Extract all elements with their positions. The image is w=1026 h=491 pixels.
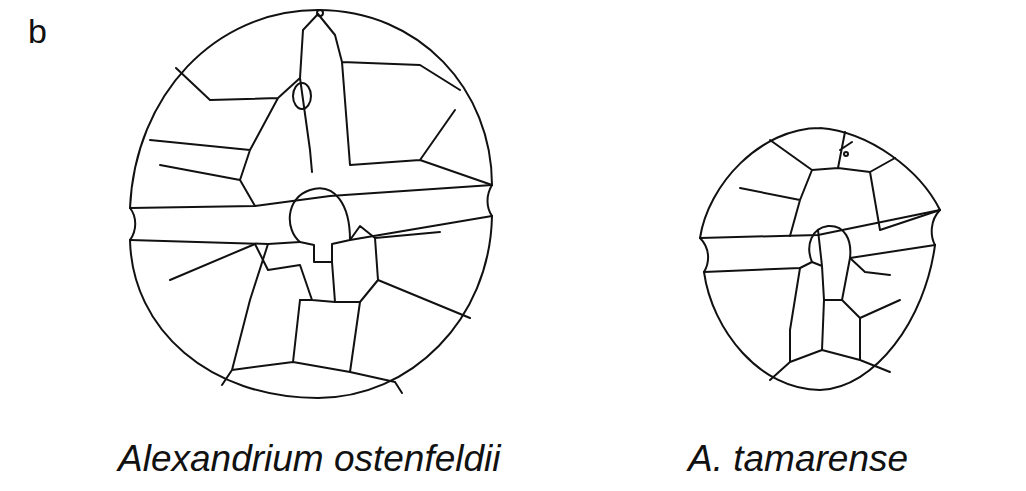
cell-outline bbox=[130, 10, 492, 398]
cell-outline bbox=[700, 128, 940, 390]
apical-pore bbox=[844, 152, 848, 156]
species-caption: Alexandrium ostenfeldii bbox=[118, 440, 501, 477]
plate-suture bbox=[770, 258, 900, 380]
plate-suture bbox=[170, 232, 470, 393]
ventral-pore bbox=[293, 83, 311, 109]
cingulum bbox=[130, 185, 492, 244]
plate-suture bbox=[150, 14, 492, 206]
apical-pore bbox=[317, 10, 323, 16]
panel-letter: b bbox=[28, 14, 47, 48]
sulcus bbox=[255, 188, 378, 302]
plate-suture bbox=[740, 132, 940, 236]
sulcus bbox=[809, 226, 850, 300]
species-caption: A. tamarense bbox=[688, 440, 908, 477]
